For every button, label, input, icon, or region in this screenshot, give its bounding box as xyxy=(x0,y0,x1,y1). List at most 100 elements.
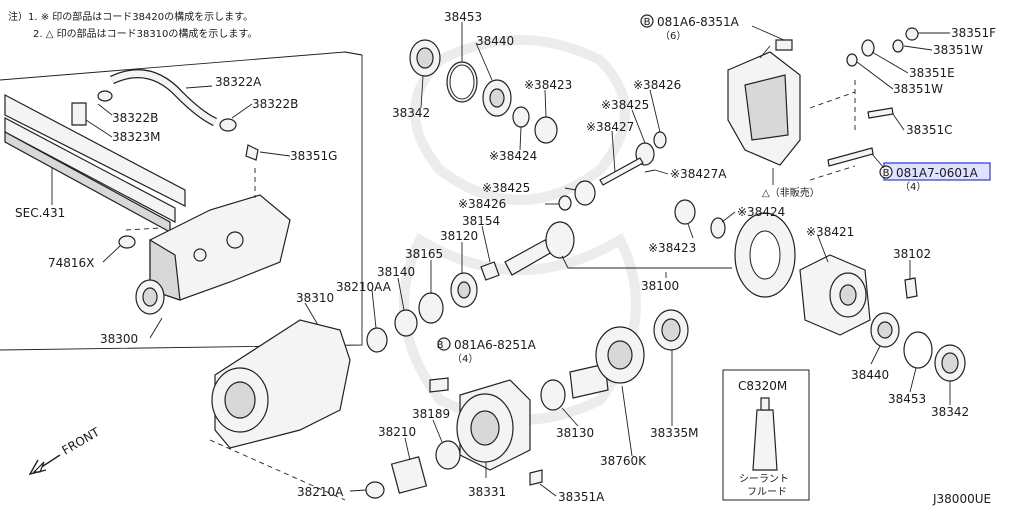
label-38342-top: 38342 xyxy=(392,106,430,120)
gear-38425-mid xyxy=(574,180,596,206)
cover-38331 xyxy=(456,379,531,471)
label-74816X: 74816X xyxy=(48,256,94,270)
bolt-081A6-8251A xyxy=(429,337,451,393)
shim-38453-right xyxy=(903,331,933,369)
gear-38423-top xyxy=(534,116,558,144)
chassis-rail xyxy=(4,94,186,234)
label-38322B-right: 38322B xyxy=(252,97,298,111)
spacer-38154 xyxy=(480,261,500,281)
label-38453-right: 38453 xyxy=(888,392,926,406)
label-081A7-0601A: 081A7-0601A xyxy=(896,166,979,180)
label-38427A: ※38427A xyxy=(670,167,727,181)
label-081A6-8351A: 081A6-8351A xyxy=(657,15,740,29)
spacer-38165 xyxy=(418,292,444,324)
label-not-sold: △（非販売） xyxy=(762,186,820,199)
breather-38351G xyxy=(245,144,259,161)
bolt-marker-8351A-circle xyxy=(640,14,654,28)
label-38423-top: ※38423 xyxy=(524,78,572,92)
bolt-marker-0601A: B xyxy=(883,168,890,179)
bolt-marker-0601A-circle xyxy=(879,165,893,179)
label-38426-mid: ※38426 xyxy=(458,197,506,211)
bolt-marker-8351A: B xyxy=(644,17,651,28)
front-arrow xyxy=(28,454,61,476)
label-38427: ※38427 xyxy=(586,120,634,134)
label-38323M: 38323M xyxy=(112,130,161,144)
label-38351G: 38351G xyxy=(290,149,337,163)
label-38210AA: 38210AA xyxy=(336,280,392,294)
bolt-marker-8251A: B xyxy=(437,340,444,351)
label-38426-top: ※38426 xyxy=(633,78,681,92)
label-38424-top: ※38424 xyxy=(489,149,537,163)
bolt-38351F xyxy=(905,27,919,41)
washer-38351W-1 xyxy=(892,39,904,53)
bolt-081A7-0601A xyxy=(827,147,874,167)
washer-38351W-2 xyxy=(846,53,858,67)
label-38210A: 38210A xyxy=(297,485,344,499)
clip-38322B-right xyxy=(219,118,237,132)
label-38421: ※38421 xyxy=(806,225,854,239)
label-38210: 38210 xyxy=(378,425,416,439)
flange-38210 xyxy=(390,456,428,494)
label-sec431: SEC.431 xyxy=(15,206,65,220)
label-38440-right: 38440 xyxy=(851,368,889,382)
label-38331: 38331 xyxy=(468,485,506,499)
label-38425-top: ※38425 xyxy=(601,98,649,112)
note-2: 2. △ 印の部品はコード38310の構成を示します。 xyxy=(33,27,257,40)
label-38322A: 38322A xyxy=(215,75,262,89)
label-38351W-2: 38351W xyxy=(893,82,943,96)
label-38760K: 38760K xyxy=(600,454,647,468)
pin-38427A xyxy=(644,169,656,173)
stud-38351C xyxy=(867,107,894,119)
label-081A6-8351A-qty: （6） xyxy=(660,30,686,42)
plug-74816X xyxy=(118,235,136,249)
label-38453-top: 38453 xyxy=(444,10,482,24)
washer-38426-mid xyxy=(558,195,572,211)
clip-38322B-left xyxy=(97,90,113,102)
nut-38210A xyxy=(365,481,385,499)
label-38189: 38189 xyxy=(412,407,450,421)
label-38425-mid: ※38425 xyxy=(482,181,530,195)
bolt-38102 xyxy=(904,277,918,299)
gear-38423-mid xyxy=(674,199,696,225)
label-38102: 38102 xyxy=(893,247,931,261)
diagram-code: J38000UE xyxy=(932,492,991,506)
label-38310: 38310 xyxy=(296,291,334,305)
seal-38130 xyxy=(540,379,566,411)
label-081A6-8251A-qty: （4） xyxy=(452,353,478,365)
washer-38351E xyxy=(861,39,875,57)
label-38100: 38100 xyxy=(641,279,679,293)
sealant-tube xyxy=(752,409,778,471)
pinion-gear xyxy=(545,221,575,259)
label-081A6-8251A: 081A6-8251A xyxy=(454,338,537,352)
housing-38310 xyxy=(211,319,351,449)
washer-38426-top xyxy=(653,131,667,149)
bolt-081A6-8351A xyxy=(775,39,793,51)
label-38423-mid: ※38423 xyxy=(648,241,696,255)
label-sealant-2: フルード xyxy=(747,487,787,498)
label-38342-right: 38342 xyxy=(931,405,969,419)
label-38130: 38130 xyxy=(556,426,594,440)
label-38351F: 38351F xyxy=(951,26,996,40)
watermark-emblem xyxy=(399,35,641,425)
label-38351C: 38351C xyxy=(906,123,953,137)
label-38140: 38140 xyxy=(377,265,415,279)
axle-assembly-38300 xyxy=(135,194,291,315)
label-38440-top: 38440 xyxy=(476,34,514,48)
washer-38424-top xyxy=(512,106,530,128)
bolt-38351A xyxy=(529,469,543,486)
note-1: 注）1. ※ 印の部品はコード38420の構成を示します。 xyxy=(8,10,253,23)
label-38154: 38154 xyxy=(462,214,500,228)
shaft-38427 xyxy=(599,157,644,186)
connector-38323M xyxy=(71,102,87,126)
seal-38140 xyxy=(394,309,418,337)
label-38351E: 38351E xyxy=(909,66,955,80)
diff-case-38421 xyxy=(799,254,871,336)
label-38300: 38300 xyxy=(100,332,138,346)
label-38335M: 38335M xyxy=(650,426,699,440)
seal-38189 xyxy=(435,440,461,470)
label-sealant-1: シーラント xyxy=(739,473,789,485)
label-38322B-left: 38322B xyxy=(112,111,158,125)
label-38424-mid: ※38424 xyxy=(737,205,785,219)
rear-cover xyxy=(727,51,801,166)
